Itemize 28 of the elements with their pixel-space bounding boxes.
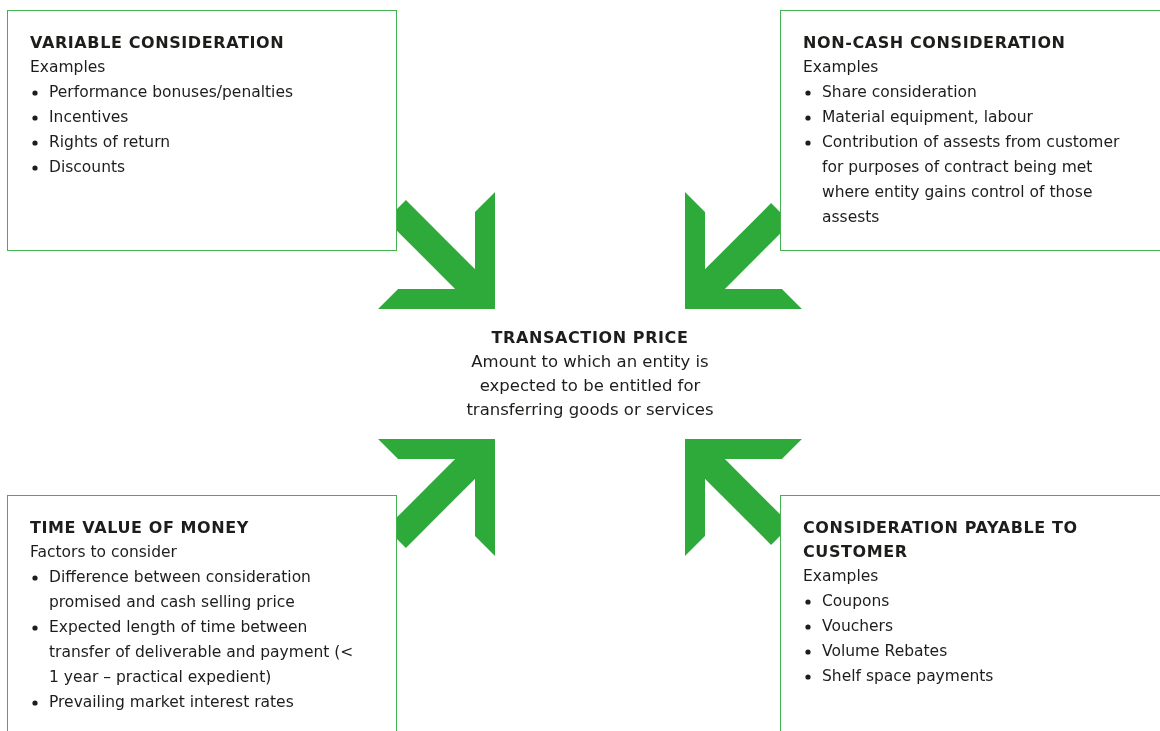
bullet-item: Prevailing market interest rates [49, 693, 294, 711]
bullet-item: Vouchers [822, 617, 894, 635]
category-box [780, 10, 1160, 251]
bullet-item: Difference between consideration promised and cash selling price [49, 568, 311, 611]
box-subheading: Examples [803, 566, 880, 587]
box-heading: CONSIDERATION PAYABLE TO CUSTOMER [803, 517, 1079, 563]
box-subheading: Examples [803, 57, 880, 78]
box-subheading: Factors to consider [30, 542, 178, 563]
bullet-item: Incentives [49, 108, 129, 126]
category-box [780, 495, 1160, 731]
bullet-item: Performance bonuses/penalties [49, 83, 294, 101]
box-subheading: Examples [30, 57, 107, 78]
center-title: TRANSACTION PRICE [491, 327, 689, 349]
category-box [7, 495, 397, 731]
box-heading: TIME VALUE OF MONEY [30, 517, 251, 539]
bullet-item: Discounts [49, 158, 126, 176]
bullet-item: Rights of return [49, 133, 171, 151]
bullet-item: Material equipment, labour [822, 108, 1033, 126]
box-heading: NON-CASH CONSIDERATION [803, 32, 1067, 54]
category-box [7, 10, 397, 251]
bullet-item: Share consideration [822, 83, 977, 101]
bullet-item: Volume Rebates [822, 642, 948, 660]
bullet-item: Shelf space payments [822, 667, 994, 685]
bullet-item: Expected length of time between transfer of deliverable and payment (< 1 year – practical expedient) [49, 618, 354, 686]
center-description: Amount to which an entity is expected to be entitled for transferring goods or services [465, 351, 715, 421]
bullet-item: Contribution of assests from customer for purposes of contract being met where entity gains control of those assests [822, 133, 1120, 226]
box-heading: VARIABLE CONSIDERATION [30, 32, 286, 54]
bullet-item: Coupons [822, 592, 890, 610]
